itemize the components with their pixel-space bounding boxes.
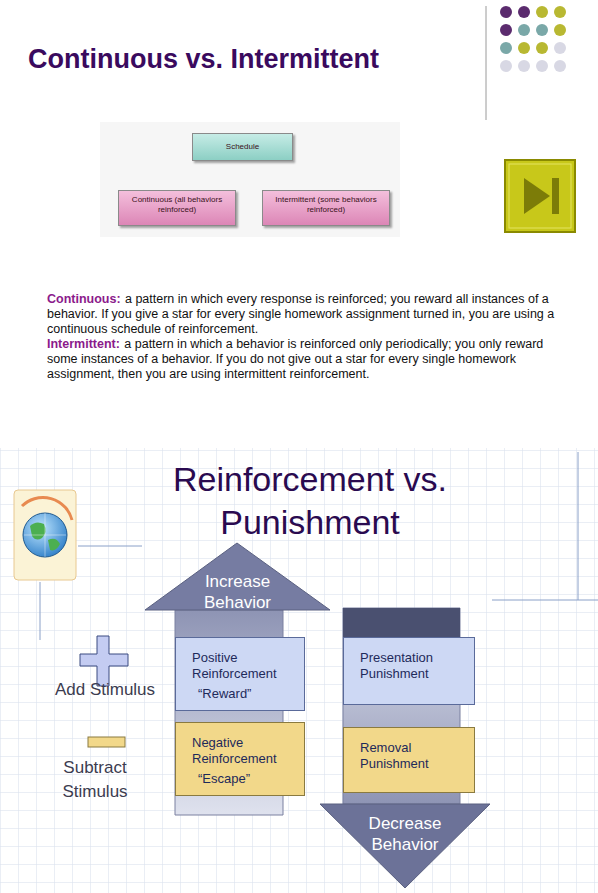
next-button [505,160,575,232]
definition: a pattern in which a behavior is reinfor… [47,337,543,381]
box-label: Schedule [226,142,259,152]
box-label: Continuous (all behaviors reinforced) [123,195,231,215]
definition: a pattern in which every response is rei… [47,292,554,336]
box-subtitle: “Reward” [192,686,296,702]
arrow-label: Decrease Behavior [355,813,455,855]
schedule-box: Schedule [192,133,293,161]
decor-line [78,546,142,547]
term: Continuous: [47,292,121,306]
term: Intermittent: [47,337,120,351]
grid-background [0,448,598,893]
decor-line [492,600,598,601]
box-label: Intermittent (some behaviors reinforced) [267,195,385,215]
chart-background [100,122,400,237]
stimulus-label: Subtract Stimulus [50,756,140,804]
decor-line [578,452,579,600]
plus-symbol [80,636,128,686]
definition-paragraph: Continuous:a pattern in which every resp… [47,292,562,337]
box-label: Removal Punishment [360,740,466,772]
schedule-type-box: Intermittent (some behaviors reinforced) [262,190,390,226]
decrease-arrow: Presentation PunishmentRemoval Punishmen… [320,608,490,888]
slide-title: Continuous vs. Intermittent [28,44,379,75]
arrow-bar [343,608,460,640]
box-subtitle: “Escape” [192,771,296,787]
arrow-head [320,804,490,888]
stimulus-label: Add Stimulus [30,678,180,702]
box-label: Presentation Punishment [360,650,466,682]
dot-grid [500,6,566,72]
box-label: Negative Reinforcement [192,735,296,767]
arrow-label: Increase Behavior [192,571,283,613]
consequence-box: Positive Reinforcement “Reward” [175,637,305,711]
divider-line [486,6,487,120]
decor-line [40,582,41,640]
consequence-box: Negative Reinforcement “Escape” [175,722,305,796]
consequence-box: Removal Punishment [343,727,475,793]
box-label: Positive Reinforcement [192,650,296,682]
minus-symbol [88,737,125,747]
definition-text: Continuous:a pattern in which every resp… [47,292,562,382]
consequence-box: Presentation Punishment [343,637,475,705]
schedule-type-box: Continuous (all behaviors reinforced) [118,190,236,226]
slide-title: Reinforcement vs. Punishment [150,458,470,544]
increase-arrow: Positive Reinforcement “Reward” Negative R… [145,543,330,815]
globe-icon [14,490,76,580]
definition-paragraph: Intermittent:a pattern in which a behavi… [47,337,562,382]
